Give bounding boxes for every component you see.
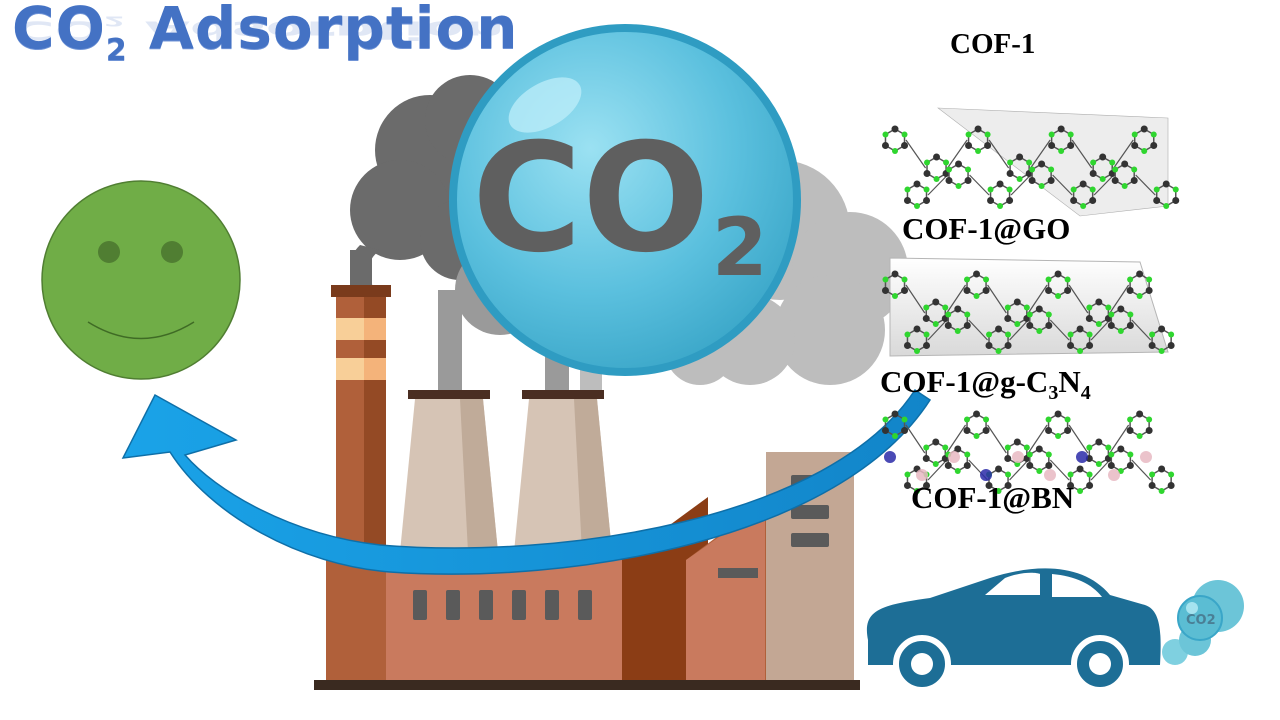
smiley-face-icon bbox=[41, 180, 241, 380]
bubble-subscript-text: 2 bbox=[712, 201, 768, 294]
co2-bubble-icon: CO 2 bbox=[449, 24, 801, 376]
label-cof1: COF-1 bbox=[950, 28, 1036, 60]
car-bubble-text: CO2 bbox=[1186, 613, 1216, 628]
label-cof1-bn: COF-1@BN bbox=[911, 480, 1075, 515]
cof-structure-gcn bbox=[881, 257, 1175, 357]
car-icon: CO2 bbox=[866, 568, 1244, 693]
arrow-icon bbox=[121, 388, 932, 575]
label-cof1-go: COF-1@GO bbox=[902, 211, 1071, 246]
bubble-co-text: CO bbox=[472, 112, 710, 286]
cof-structure-go bbox=[881, 107, 1180, 217]
page-title-reflection: CO2 Adsorption bbox=[12, 12, 505, 46]
label-cof1-gcn: COF-1@g-C3N4 bbox=[880, 364, 1091, 405]
cof-structure-bn bbox=[881, 410, 1175, 494]
page-title: CO2 Adsorption bbox=[12, 0, 519, 68]
